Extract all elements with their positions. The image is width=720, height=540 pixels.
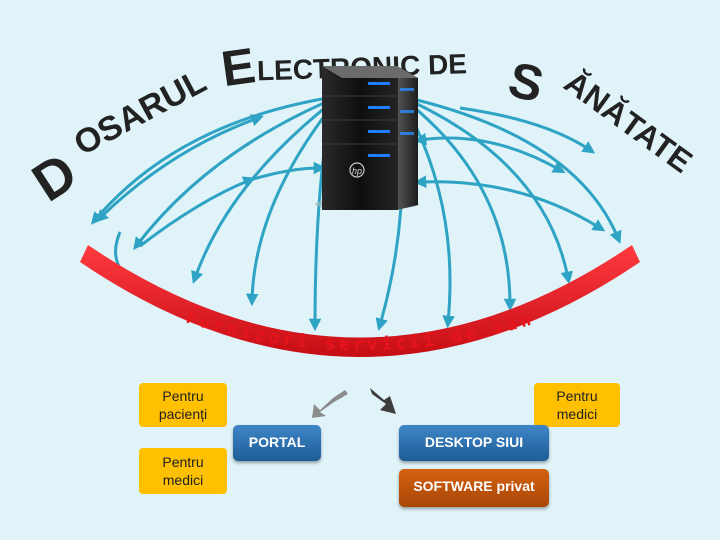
right-doctors-box-line1: Pentru xyxy=(534,387,620,405)
right-doctors-box-line2: medici xyxy=(534,405,620,423)
patients-box-line2: pacienți xyxy=(139,405,227,423)
right-doctors-box: Pentru medici xyxy=(534,383,620,427)
left-doctors-box: Pentru medici xyxy=(139,448,227,494)
down-left-arrow-icon xyxy=(312,390,348,418)
left-doctors-box-line1: Pentru xyxy=(139,453,227,471)
title-letter-d: D xyxy=(22,142,87,214)
software-privat-button[interactable]: SOFTWARE privat xyxy=(399,469,549,507)
desktop-siui-button[interactable]: DESKTOP SIUI xyxy=(399,425,549,461)
portal-button[interactable]: PORTAL xyxy=(233,425,321,461)
arrow-path xyxy=(140,180,250,246)
server-image: hp xyxy=(315,66,419,210)
down-right-arrow-icon xyxy=(370,388,396,414)
arrow-path xyxy=(420,182,600,228)
arrow-path xyxy=(400,96,568,278)
arrow-path xyxy=(420,138,560,170)
patients-box-line1: Pentru xyxy=(139,387,227,405)
title-word-anatate: ĂNĂTATE xyxy=(558,64,699,180)
left-doctors-box-line2: medici xyxy=(139,471,227,489)
title-letter-s: S xyxy=(503,51,549,113)
down-arrows xyxy=(312,388,396,418)
title-letter-e: E xyxy=(218,37,259,97)
server-brand: hp xyxy=(352,166,362,176)
patients-box: Pentru pacienți xyxy=(139,383,227,427)
